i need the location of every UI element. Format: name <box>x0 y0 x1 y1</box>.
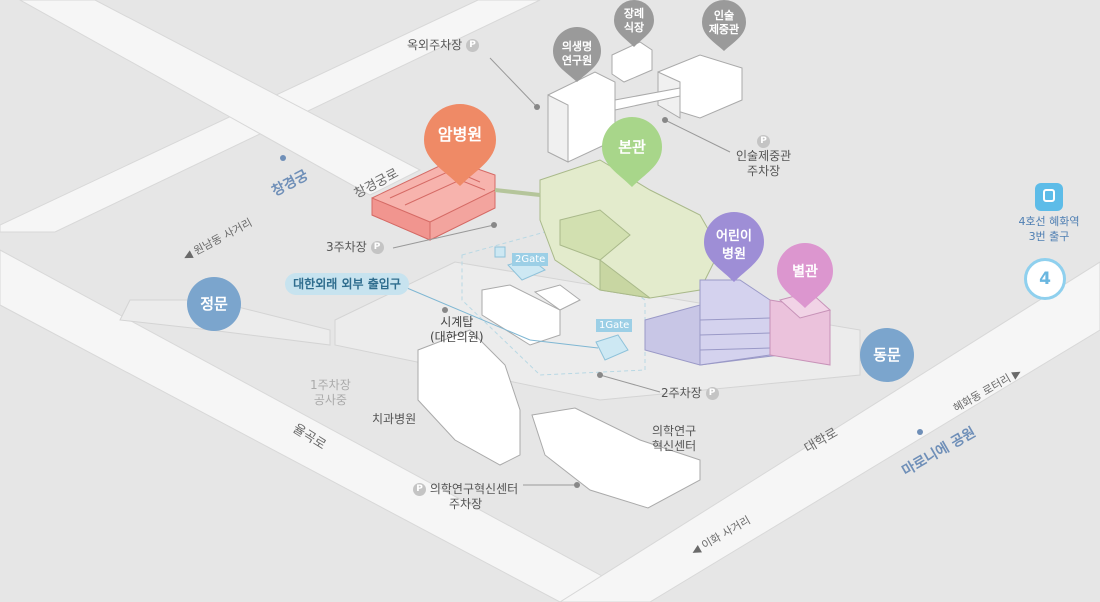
gate1-tag: 1Gate <box>596 319 633 332</box>
parking-icon: P <box>466 39 480 52</box>
parking-icon: P <box>370 241 384 254</box>
pin-children-label1: 어린이 <box>716 228 752 244</box>
research-label: 의학연구 혁신센터 <box>652 424 697 453</box>
parking3-label: 3주차장 P <box>326 240 384 255</box>
daehan-outpatient-entrance[interactable]: 대한외래 외부 출입구 <box>285 273 409 295</box>
pin-main <box>602 117 662 187</box>
pin-annex <box>777 243 833 308</box>
pin-main-label: 본관 <box>618 138 646 156</box>
pin-life-label2: 연구원 <box>562 53 592 67</box>
parking-icon: P <box>705 387 719 400</box>
pin-life-label1: 의생명 <box>562 39 592 53</box>
pin-annex-label: 별관 <box>792 263 818 280</box>
subway-info: 4호선 혜화역 3번 출구 <box>1012 183 1086 244</box>
parking-icon: P <box>757 135 771 148</box>
road-daehak-ro <box>559 261 1100 602</box>
pin-funeral-label2: 식장 <box>624 20 644 34</box>
insul-parking-label: P 인술제중관 주차장 <box>736 135 792 178</box>
pin-print-label1: 인술 <box>714 8 734 22</box>
pin-funeral-label1: 장례 <box>624 6 644 20</box>
subway-exit-badge[interactable]: 4 <box>1024 258 1066 300</box>
parking2-label: 2주차장 P <box>661 386 719 401</box>
main-gate[interactable]: 정문 <box>187 277 241 331</box>
pin-life <box>553 27 601 82</box>
pin-cancer <box>424 104 496 186</box>
research-parking-label: P 의학연구혁신센터 주차장 <box>413 482 518 512</box>
subway-train-icon <box>1035 183 1063 211</box>
pin-funeral <box>614 0 654 47</box>
pin-children <box>704 212 764 282</box>
outdoor-parking-label: 옥외주차장 P <box>407 38 480 53</box>
east-gate[interactable]: 동문 <box>860 328 914 382</box>
parking1-label: 1주차장 공사중 <box>310 378 351 407</box>
pin-children-label2: 병원 <box>722 246 746 262</box>
pin-print <box>702 0 746 51</box>
road-northwest <box>18 0 422 196</box>
gate2-tag: 2Gate <box>512 253 549 266</box>
road-yulgok-ro <box>0 249 651 602</box>
pin-print-label2: 제중관 <box>709 22 739 36</box>
pin-cancer-label: 암병원 <box>438 125 482 144</box>
parking-icon: P <box>413 483 426 496</box>
dental-label: 치과병원 <box>372 412 417 426</box>
clock-tower-label: 시계탑 (대한의원) <box>430 315 484 344</box>
